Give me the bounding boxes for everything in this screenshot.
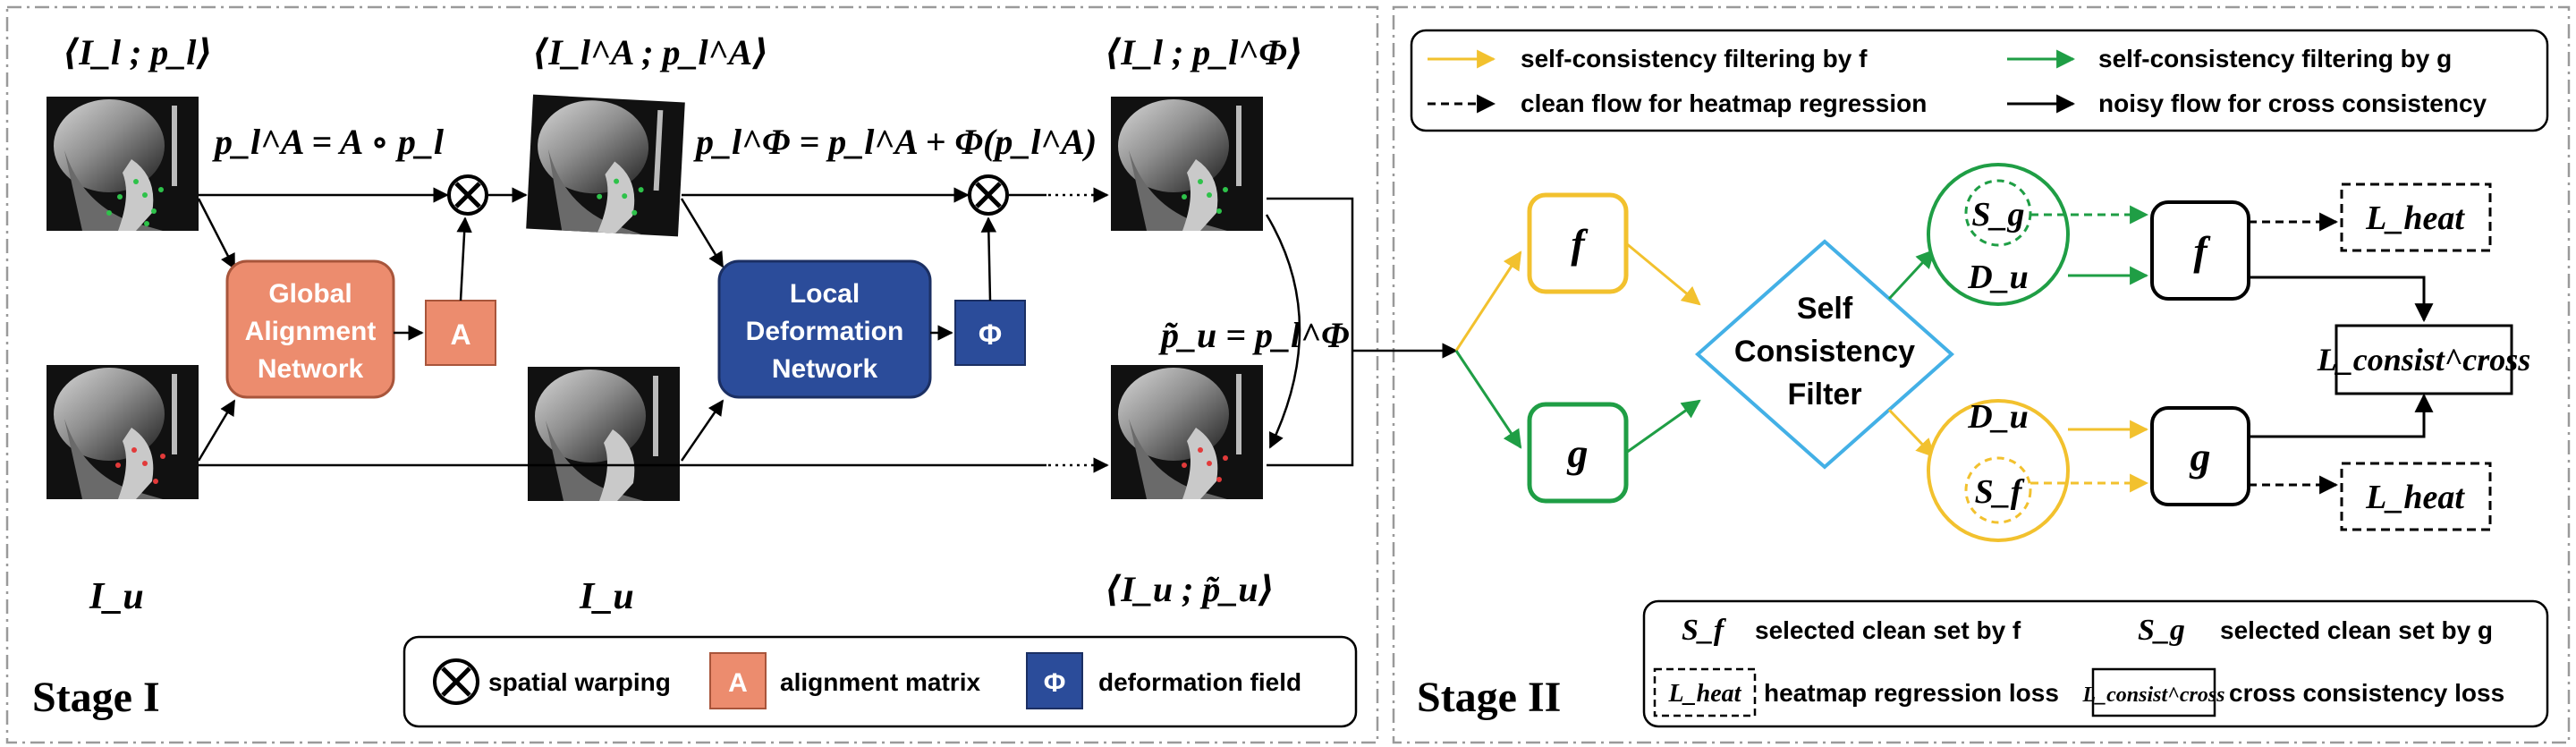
- legend-sf-symbol: S_f: [1682, 614, 1727, 647]
- legend-filter-g: self-consistency filtering by g: [2098, 45, 2452, 72]
- filter-line2: Consistency: [1734, 335, 1915, 369]
- legend-A-symbol: A: [728, 668, 748, 698]
- clean-set-g: [1964, 179, 2032, 247]
- legend-noisy-flow: noisy flow for cross consistency: [2098, 89, 2487, 117]
- local-deformation-network: [717, 259, 932, 399]
- global-net-line2: Alignment: [245, 317, 377, 346]
- warp-operator-1: [447, 174, 488, 216]
- model-f-right: [2150, 200, 2250, 301]
- label-unlabeled-mid: I_u: [579, 576, 634, 617]
- model-g-right-label: g: [2190, 434, 2211, 480]
- xray-labeled-image: [47, 97, 199, 231]
- unlabeled-set-yellow: [1927, 399, 2070, 542]
- stage1-frame: [5, 5, 1379, 744]
- local-net-line3: Network: [772, 354, 878, 384]
- unlabeled-set-green: [1927, 163, 2070, 306]
- clean-set-g-label: S_g: [1971, 196, 2024, 233]
- deformation-field-label: Φ: [979, 318, 1002, 351]
- legend-sg-desc: selected clean set by g: [2220, 616, 2493, 644]
- label-unlabeled-left: I_u: [89, 576, 144, 617]
- equation-deformation: p_l^Φ = p_l^A + Φ(p_l^A): [693, 122, 1097, 162]
- legend-lheat-symbol: L_heat: [1668, 680, 1742, 708]
- label-labeled-pair: ⟨I_l ; p_l⟩: [63, 32, 213, 72]
- legend-warp-desc: spatial warping: [488, 668, 671, 696]
- label-pseudo-pair: ⟨I_u ; p̃_u⟩: [1105, 569, 1275, 609]
- label-aligned-pair: ⟨I_l^A ; p_l^A⟩: [532, 32, 768, 72]
- xray-aligned-image: [526, 94, 685, 237]
- alignment-matrix-label: A: [450, 318, 470, 351]
- model-g-right: [2150, 406, 2250, 506]
- filter-line3: Filter: [1787, 378, 1861, 412]
- model-f-left-label: f: [1571, 221, 1589, 267]
- stage1-legend: [402, 635, 1358, 728]
- stage2-frame: [1392, 5, 2571, 744]
- legend-sf-desc: selected clean set by f: [1755, 616, 2021, 644]
- stage2-title: Stage II: [1417, 674, 1561, 721]
- equation-pseudo-label: p̃_u = p_l^Φ: [1158, 315, 1350, 355]
- legend-phi-symbol: Φ: [1044, 668, 1066, 698]
- model-f-right-label: f: [2193, 228, 2211, 274]
- equation-alignment: p_l^A = A ∘ p_l: [212, 122, 445, 162]
- label-deformed-pair: ⟨I_l ; p_l^Φ⟩: [1105, 32, 1303, 72]
- local-net-line2: Deformation: [746, 317, 904, 346]
- legend-lcross-box: [2091, 667, 2216, 717]
- global-net-line1: Global: [268, 279, 352, 309]
- clean-set-f-label: S_f: [1975, 473, 2025, 511]
- stage2-legend-bottom: [1642, 599, 2549, 728]
- local-net-line1: Local: [790, 279, 860, 309]
- cross-consistency-loss: [2334, 324, 2513, 395]
- heatmap-loss-bottom: [2340, 462, 2492, 531]
- warp-operator-2: [968, 174, 1009, 216]
- legend-lcross-symbol: L_consist^cross: [2081, 683, 2224, 707]
- legend-lheat-box: [1653, 667, 1757, 717]
- global-alignment-network: [225, 259, 395, 399]
- unlabeled-set-yellow-label: D_u: [1967, 398, 2029, 436]
- filter-line1: Self: [1797, 292, 1853, 326]
- heatmap-loss-top: [2340, 183, 2492, 252]
- legend-sg-symbol: S_g: [2138, 614, 2185, 647]
- unlabeled-set-green-label: D_u: [1967, 259, 2029, 296]
- legend-A-desc: alignment matrix: [780, 668, 980, 696]
- xray-unlabeled-image: [47, 365, 199, 499]
- cross-consistency-loss-label: L_consist^cross: [2317, 342, 2531, 378]
- stage2-legend-top: [1410, 29, 2549, 132]
- legend-lcross-desc: cross consistency loss: [2229, 679, 2504, 707]
- model-g-left-label: g: [1567, 430, 1589, 476]
- clean-set-f: [1964, 456, 2032, 524]
- xray-pseudo-labeled-image: [1111, 365, 1263, 499]
- xray-deformed-image: [1111, 97, 1263, 231]
- legend-warp-icon: [433, 658, 479, 705]
- deformation-field-box: [954, 300, 1026, 366]
- stage1-title: Stage I: [32, 674, 160, 721]
- global-net-line3: Network: [258, 354, 364, 384]
- heatmap-loss-bottom-label: L_heat: [2365, 479, 2465, 516]
- legend-phi-box: [1026, 652, 1083, 709]
- legend-lheat-desc: heatmap regression loss: [1764, 679, 2059, 707]
- heatmap-loss-top-label: L_heat: [2365, 199, 2465, 237]
- legend-clean-flow: clean flow for heatmap regression: [1521, 89, 1927, 117]
- legend-filter-f: self-consistency filtering by f: [1521, 45, 1868, 72]
- legend-phi-desc: deformation field: [1098, 668, 1301, 696]
- xray-unlabeled-image-mid: [528, 367, 680, 501]
- legend-A-box: [709, 652, 767, 709]
